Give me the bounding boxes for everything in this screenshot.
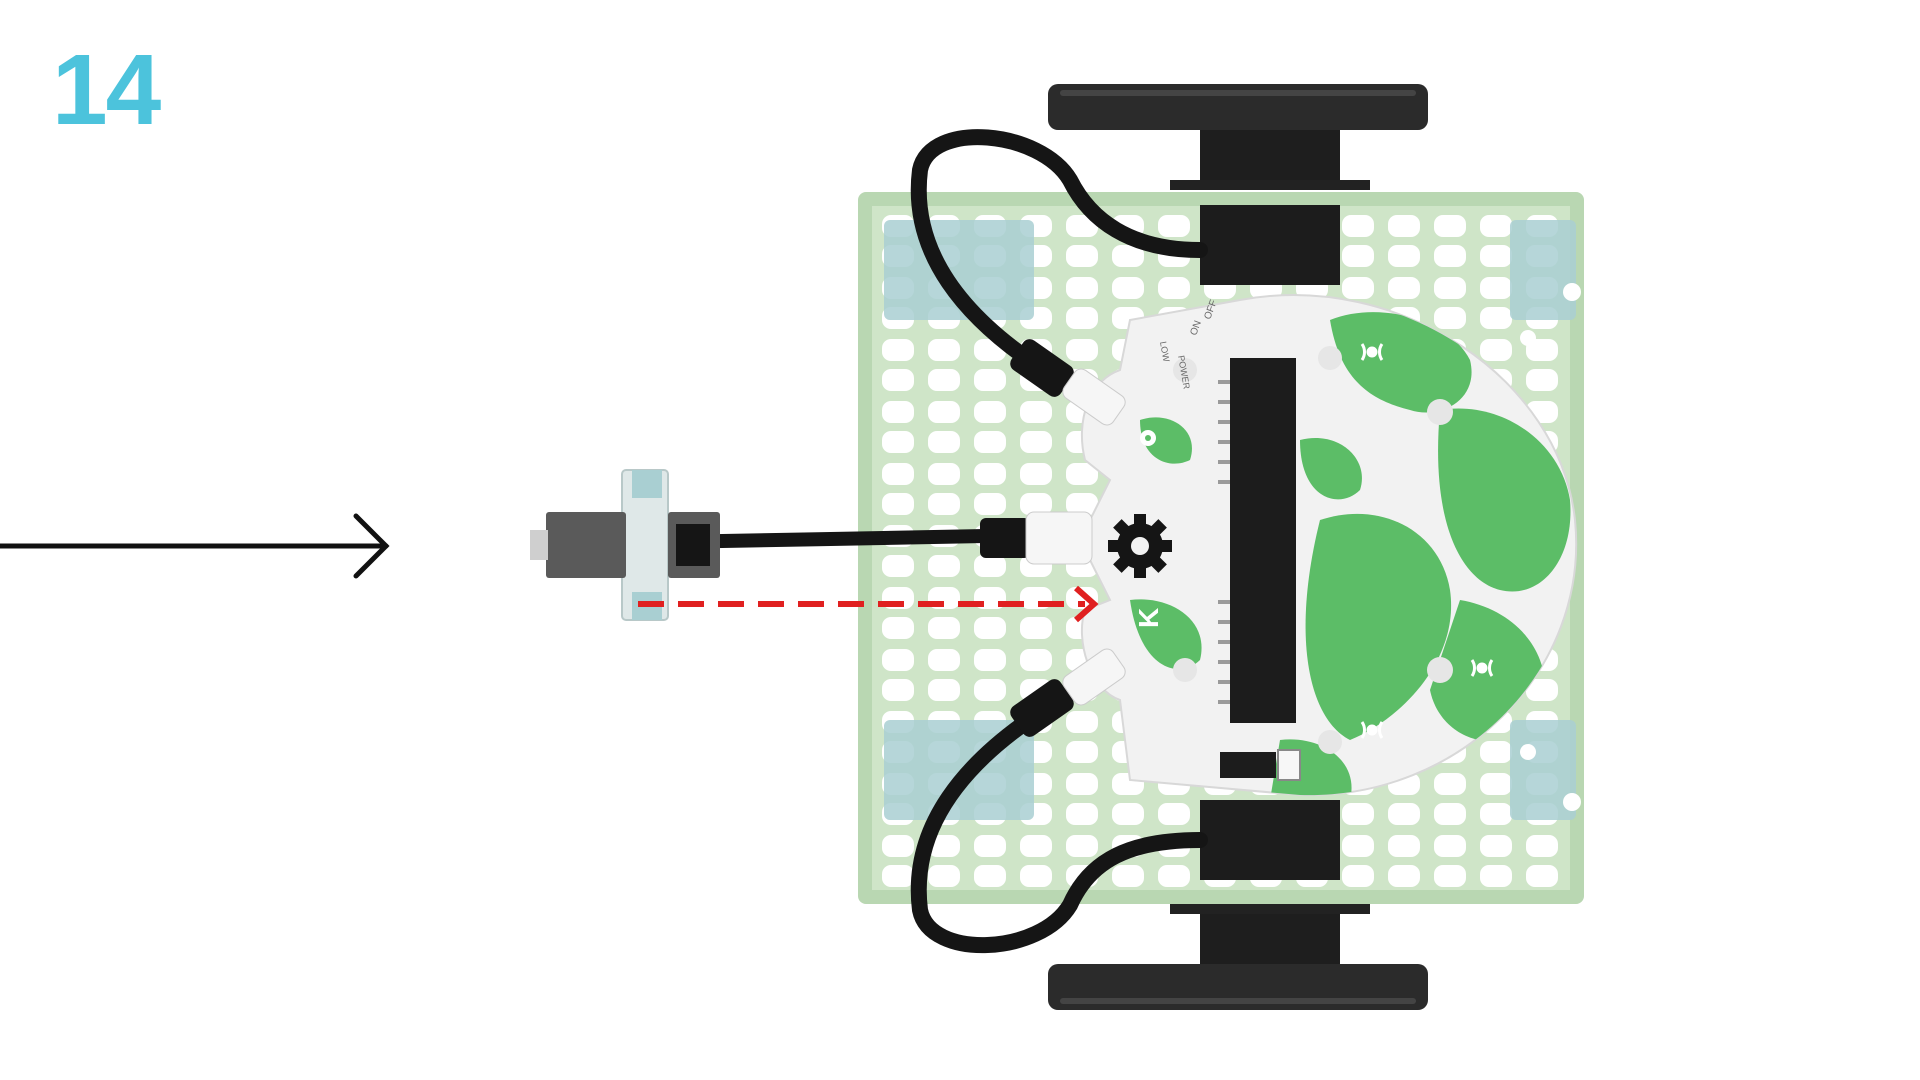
wifi-icon — [1360, 721, 1384, 739]
top-wheel — [1048, 84, 1428, 190]
board-map-pattern — [1130, 312, 1571, 796]
gear-icon — [1108, 514, 1172, 578]
corner-pad — [1510, 220, 1576, 320]
low-label: LOW — [1158, 341, 1171, 363]
bottom-wheel — [1048, 904, 1428, 1010]
sensor-module — [530, 469, 720, 621]
wifi-icon — [1360, 343, 1384, 361]
step-number: 14 — [52, 34, 161, 146]
controller-board: OFF ON POWER LOW K — [1078, 294, 1578, 797]
logo-letter: K — [1133, 608, 1164, 628]
bottom-cable-connector — [1010, 648, 1126, 737]
top-cable-connector — [1010, 339, 1126, 426]
wifi-icon — [1470, 659, 1494, 677]
direction-arrow-icon — [0, 513, 390, 579]
small-connector — [1277, 749, 1301, 781]
main-chip — [1230, 358, 1296, 723]
sensor-cable-connector — [980, 511, 1093, 565]
bottom-motor — [1200, 800, 1340, 880]
switch-on-label: ON — [1188, 319, 1203, 337]
insert-direction-arrow — [638, 585, 1099, 623]
small-gear-icon — [1140, 430, 1156, 446]
small-chip — [1220, 752, 1276, 778]
top-motor — [1200, 205, 1340, 285]
